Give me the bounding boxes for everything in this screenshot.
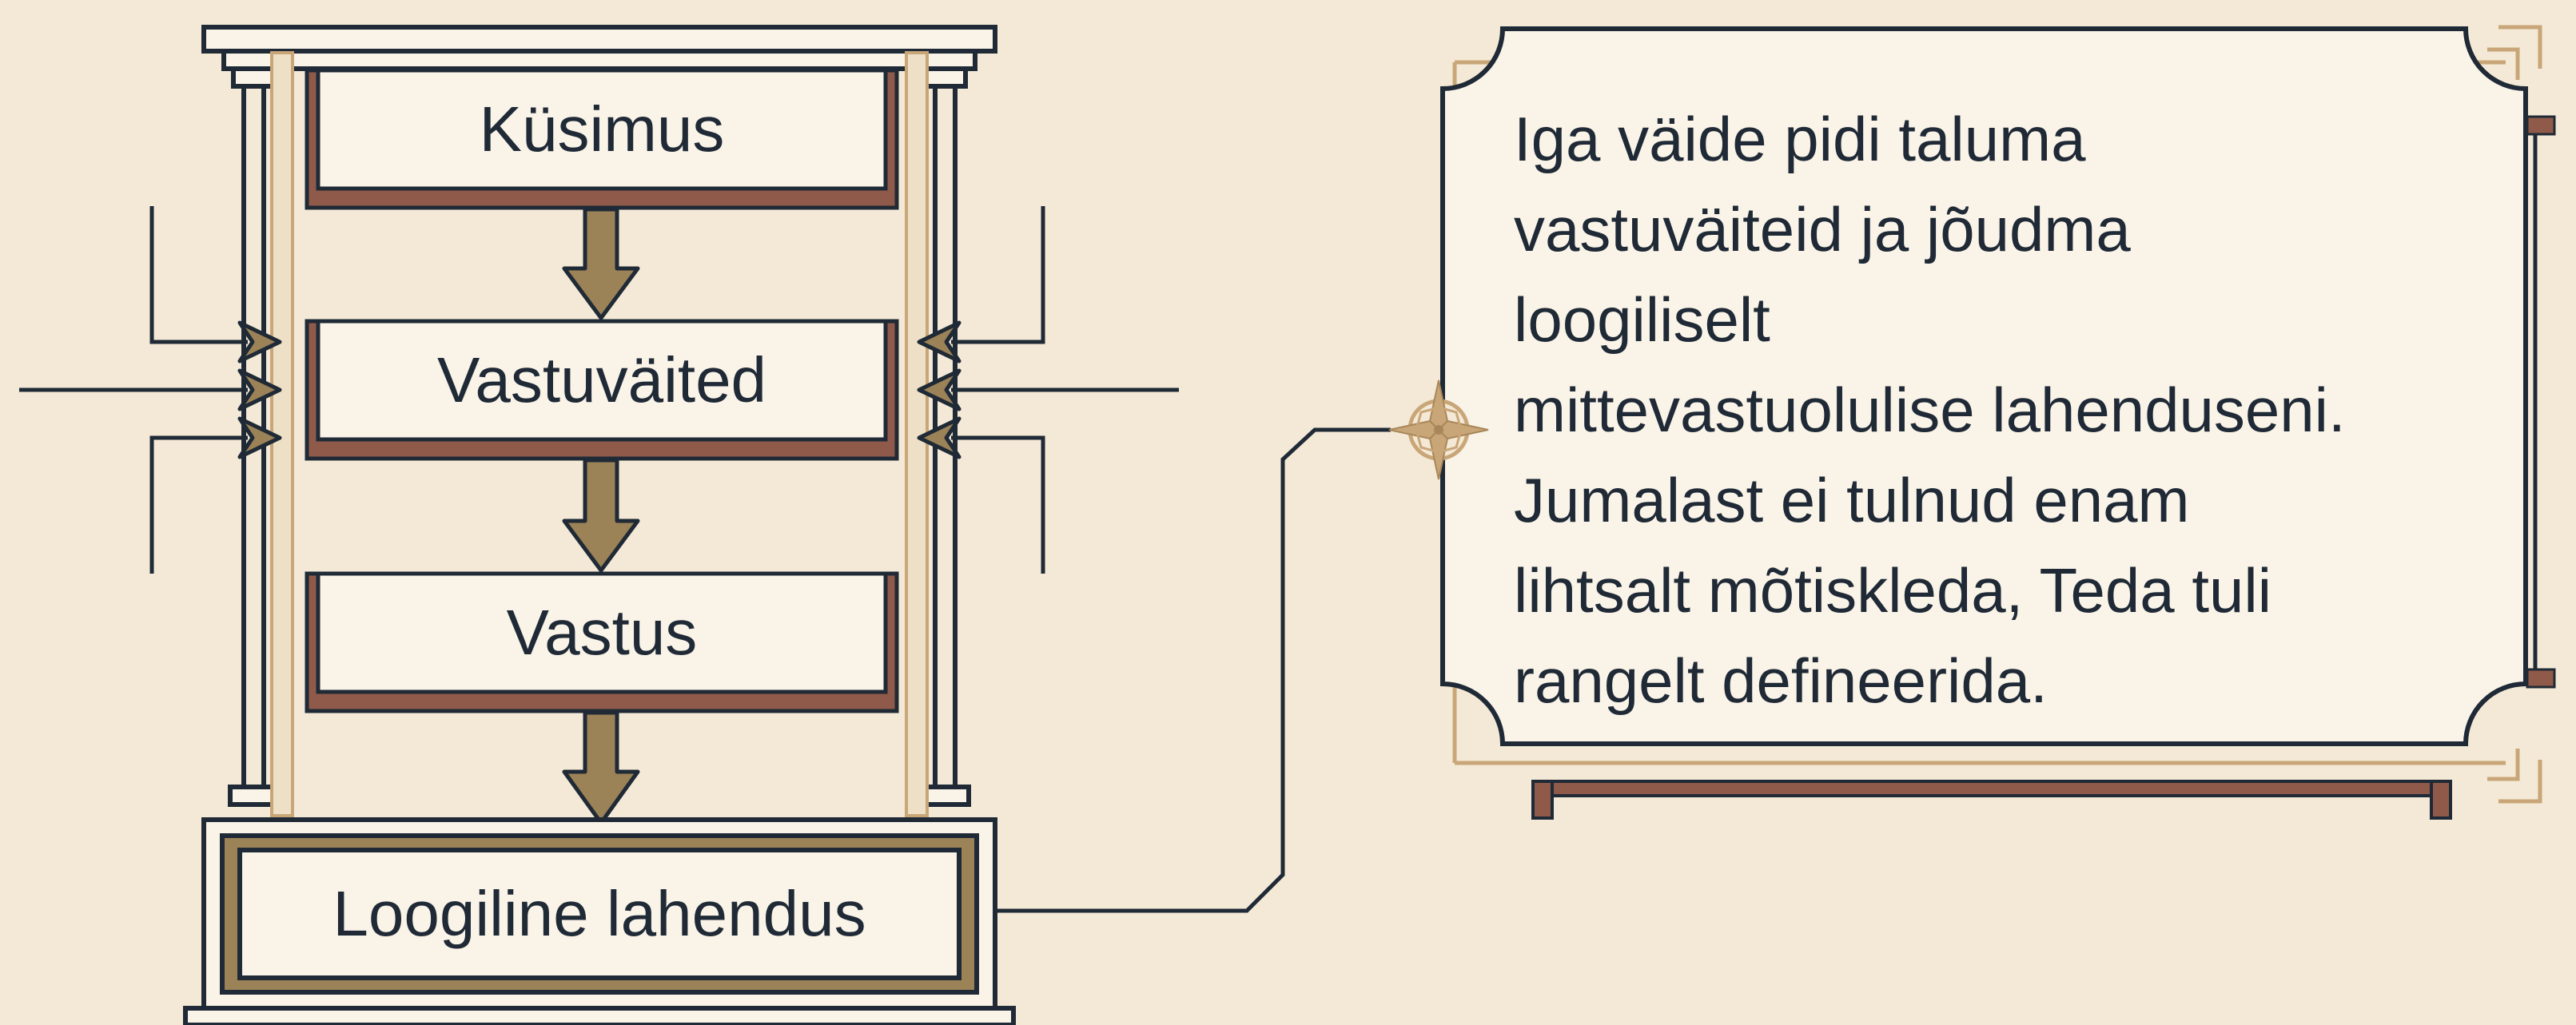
right-column-cap	[923, 66, 968, 89]
compass-rose-icon	[1388, 379, 1489, 480]
plinth-inner	[237, 848, 962, 980]
right-column-base	[922, 785, 971, 807]
explanation-line: vastuväiteid ja jõudma	[1514, 194, 2131, 264]
chevron-arrow-icon	[237, 320, 282, 459]
plinth-foot	[183, 1006, 1016, 1025]
step-label-objections: Vastuväited	[436, 344, 767, 415]
panel-corner-accent-bottom	[2487, 749, 2542, 804]
step-box-answer	[305, 571, 899, 713]
left-column-cap	[231, 66, 276, 89]
explanation-text: Iga väide pidi taluma vastuväiteid ja jõ…	[1514, 94, 2473, 726]
explanation-line: Iga väide pidi taluma	[1514, 104, 2086, 174]
step-label-question: Küsimus	[479, 93, 725, 165]
left-objection-lines	[19, 206, 248, 574]
down-arrow-icon	[562, 710, 640, 825]
panel-bottom-bench	[1531, 780, 2452, 820]
temple-plinth	[183, 817, 1016, 1025]
panel-main-frame	[1440, 26, 2528, 746]
explanation-panel	[1440, 25, 2556, 820]
panel-corner-accent-top	[2487, 25, 2542, 80]
panel-side-brackets	[2526, 115, 2556, 689]
explanation-line: rangelt defineerida.	[1514, 646, 2048, 716]
down-arrow-icon	[562, 207, 640, 320]
left-column-base	[228, 785, 277, 807]
step-label-answer: Vastus	[506, 597, 698, 668]
chevron-arrow-icon	[917, 320, 962, 459]
explanation-line: mittevastuolulise lahenduseni.	[1514, 375, 2346, 445]
step-box-objections	[305, 319, 899, 461]
connector-line	[995, 427, 1391, 913]
down-arrow-icon	[562, 458, 640, 573]
step-box-question	[305, 68, 899, 210]
explanation-line: lihtsalt mõtiskleda, Teda tuli	[1514, 555, 2272, 626]
right-objection-lines	[951, 206, 1179, 574]
step-label-resolution: Loogiline lahendus	[332, 878, 866, 949]
explanation-line: Jumalast ei tulnud enam	[1514, 465, 2190, 535]
temple-cornice	[201, 25, 997, 54]
temple-cornice-lower	[221, 49, 977, 71]
explanation-line: loogiliselt	[1514, 284, 1770, 355]
